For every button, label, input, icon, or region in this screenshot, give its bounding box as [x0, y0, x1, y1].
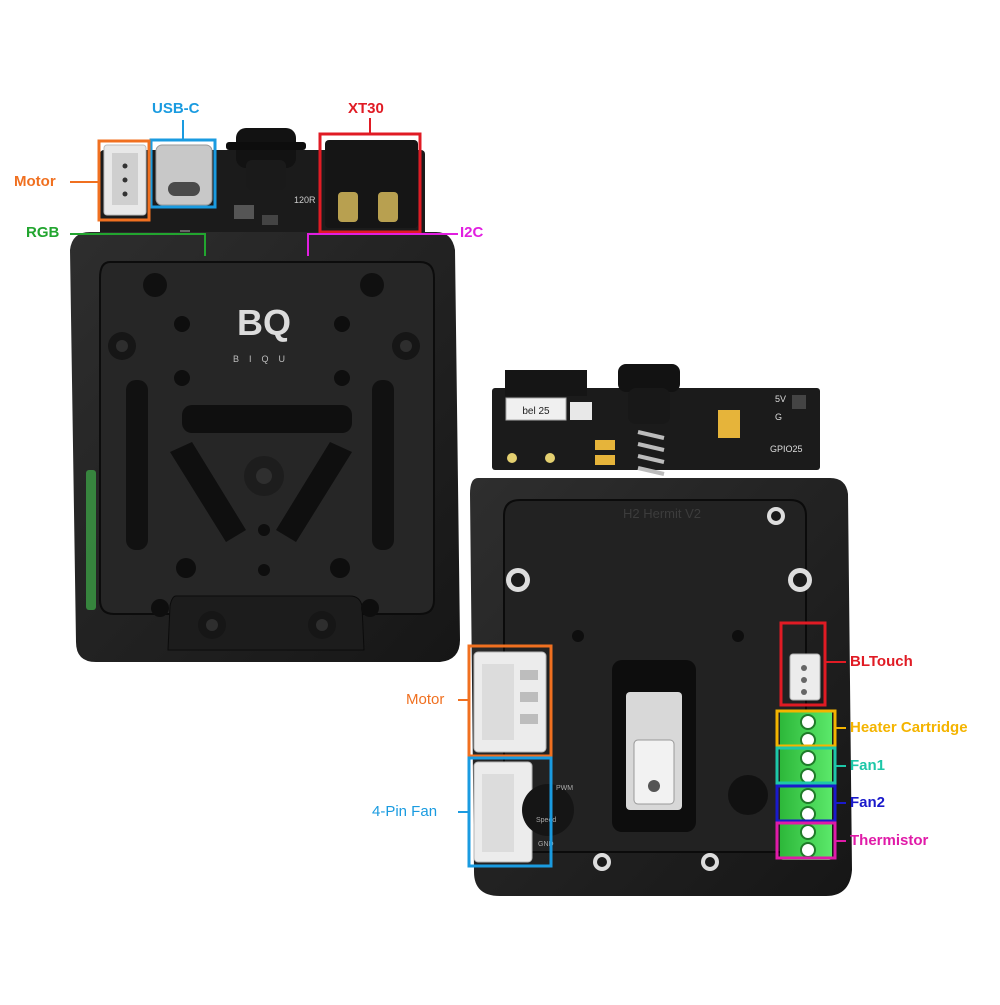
screw-icon — [506, 507, 812, 871]
label-motor-top: Motor — [14, 173, 56, 190]
thumb-knob-icon — [226, 128, 306, 190]
right-module: bel 25 5V G GPIO25 H2 Hermit V2 — [470, 364, 852, 896]
sticker-code: bel 25 — [522, 406, 550, 417]
label-heater: Heater Cartridge — [850, 719, 968, 736]
motor-connector-bottom — [473, 651, 547, 753]
callout-box-bltouch — [779, 621, 827, 707]
screw-icon — [108, 273, 420, 639]
label-thermistor: Thermistor — [850, 832, 929, 849]
pin-g: G — [775, 412, 782, 422]
fan-pin-speed: Speed — [536, 817, 556, 824]
fan-pin-gnd: GND — [538, 841, 554, 848]
pin-gpio: GPIO25 — [770, 444, 803, 454]
label-i2c: I2C — [460, 224, 484, 241]
callout-line-rgb — [70, 233, 206, 256]
biqu-logo-icon: BQ BIQU — [233, 302, 295, 364]
thumb-knob-icon — [618, 364, 680, 424]
label-fan2: Fan2 — [850, 794, 886, 811]
label-fan1: Fan1 — [850, 757, 886, 774]
resistor-code: 120R — [294, 195, 316, 205]
left-module: 120R BQ BIQU — [70, 128, 460, 662]
sticker — [505, 397, 567, 421]
label-motor-bottom: Motor — [406, 691, 445, 708]
label-fan4pin: 4-Pin Fan — [372, 803, 438, 820]
pin-5v: 5V — [775, 394, 786, 404]
brand-logo: BQ — [237, 302, 291, 343]
fan-4pin-connector: PWM Speed GND — [473, 761, 574, 863]
label-xt30: XT30 — [348, 100, 384, 117]
fan-pin-pwm: PWM — [556, 785, 573, 792]
callout-graphics — [70, 118, 846, 868]
model-text: H2 Hermit V2 — [623, 506, 701, 521]
callout-line-i2c — [307, 233, 458, 256]
brand-name: BIQU — [233, 354, 295, 364]
bltouch-connector — [789, 653, 821, 701]
label-rgb: RGB — [26, 224, 60, 241]
label-bltouch: BLTouch — [850, 653, 913, 670]
callout-box-motor-top — [97, 139, 151, 222]
label-usbc: USB-C — [152, 100, 200, 117]
